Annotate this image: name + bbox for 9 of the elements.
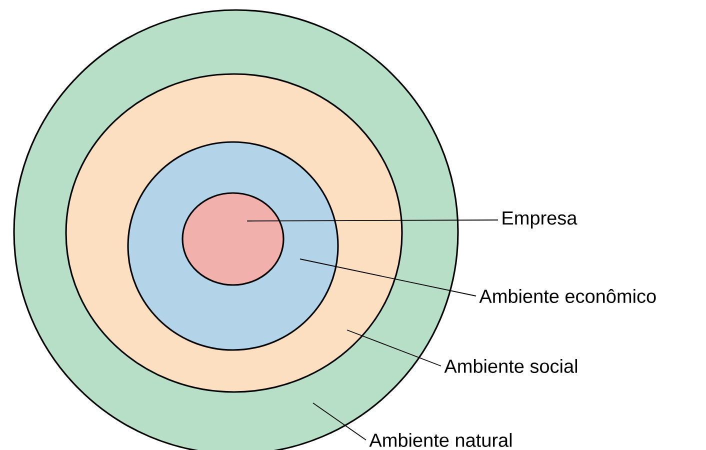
- node-label: Ambiente social: [444, 359, 578, 373]
- leader-line: [300, 258, 476, 296]
- node-label: Empresa: [502, 212, 578, 228]
- node-label: Ambiente natural: [369, 433, 512, 447]
- leader-line: [346, 330, 442, 366]
- leader-line: [246, 220, 498, 222]
- ring: [182, 192, 284, 286]
- node-label: Ambiente econômico: [479, 289, 656, 303]
- leader-line: [312, 402, 366, 440]
